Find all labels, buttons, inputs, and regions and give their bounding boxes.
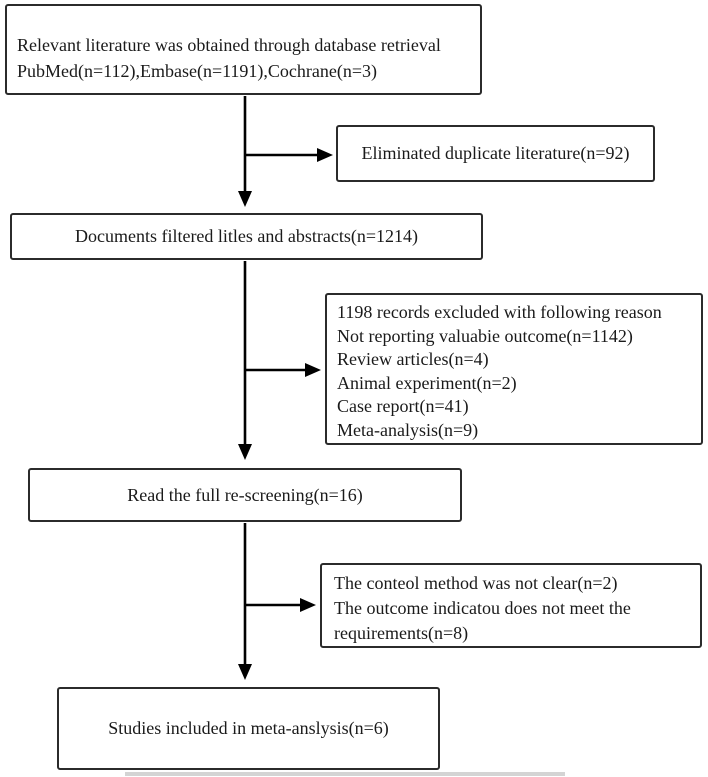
retrieval-line-1: Relevant literature was obtained through… bbox=[17, 35, 441, 55]
exclusion-reason: Meta-analysis(n=9) bbox=[337, 419, 479, 440]
full-text-excluded-box: The conteol method was not clear(n=2) Th… bbox=[320, 563, 702, 648]
ft-exclusion-reason-2: The outcome indicatou does not meet the … bbox=[334, 598, 631, 643]
duplicates-removed-text: Eliminated duplicate literature(n=92) bbox=[361, 143, 630, 163]
arrow-to-ft-excluded-box bbox=[246, 598, 316, 612]
title-abstract-screening-box: Documents filtered litles and abstracts(… bbox=[10, 213, 483, 260]
arrow-fulltext-to-included bbox=[238, 523, 252, 680]
studies-included-text: Studies included in meta-anslysis(n=6) bbox=[108, 718, 389, 738]
exclusion-reason: Review articles(n=4) bbox=[337, 349, 489, 369]
exclusion-reason: Animal experiment(n=2) bbox=[337, 372, 517, 393]
database-retrieval-box: Relevant literature was obtained through… bbox=[5, 4, 482, 95]
arrow-retrieval-to-screened bbox=[238, 96, 252, 207]
arrow-screened-to-fulltext bbox=[238, 261, 252, 460]
retrieval-line-2: PubMed(n=112),Embase(n=1191),Cochrane(n=… bbox=[17, 61, 378, 81]
records-excluded-box: 1198 records excluded with following rea… bbox=[325, 293, 703, 445]
title-abstract-screening-text: Documents filtered litles and abstracts(… bbox=[74, 226, 419, 246]
duplicates-removed-box: Eliminated duplicate literature(n=92) bbox=[336, 125, 655, 182]
exclusion-reason: Not reporting valuabie outcome(n=1142) bbox=[337, 325, 633, 346]
exclusion-reason: Case report(n=41) bbox=[337, 396, 469, 416]
studies-included-box: Studies included in meta-anslysis(n=6) bbox=[57, 687, 440, 770]
records-excluded-header: 1198 records excluded with following rea… bbox=[337, 302, 662, 322]
ft-exclusion-reason-1: The conteol method was not clear(n=2) bbox=[334, 573, 618, 593]
full-text-review-box: Read the full re-screening(n=16) bbox=[28, 468, 462, 522]
arrow-to-duplicates-box bbox=[246, 148, 333, 162]
full-text-review-text: Read the full re-screening(n=16) bbox=[127, 484, 363, 505]
arrow-to-excluded-box bbox=[246, 363, 321, 377]
bottom-artifact-strip bbox=[125, 772, 565, 776]
